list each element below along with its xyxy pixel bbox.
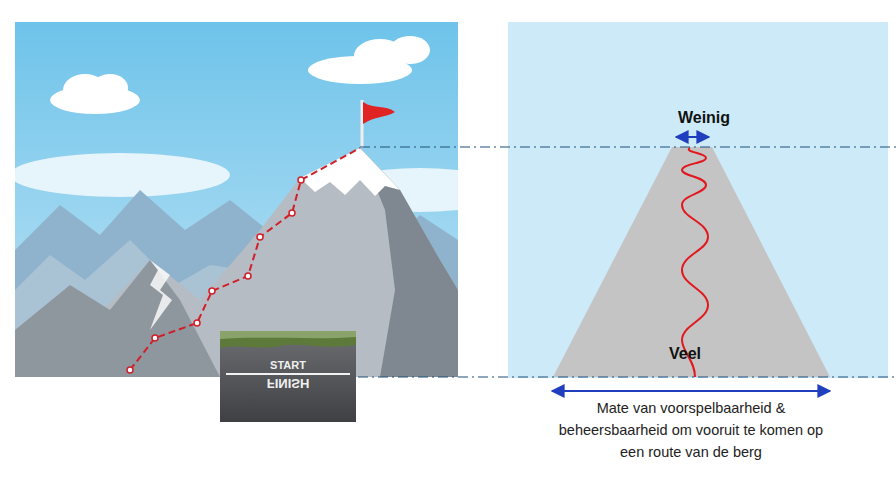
route-line [130,148,360,370]
route-point [289,210,295,216]
guide-line [358,376,896,377]
clouds [15,36,458,212]
asphalt [220,331,356,422]
route-point [298,177,304,183]
sky [15,22,458,377]
snow-streak [150,260,172,330]
route-point [245,273,251,279]
route-point [209,288,215,294]
panel-background [508,22,888,378]
mountain-scene [15,22,458,377]
grass [220,331,356,348]
cloud-bank [15,153,230,197]
route-point [194,320,200,326]
route-point [257,234,263,240]
road-text: START [240,359,336,372]
width-arrow [676,136,709,138]
road-text: FINISH [240,375,336,391]
cloud [92,74,128,102]
start-line [226,373,350,375]
foreground-ridge [15,260,220,377]
width-arrow [552,390,830,392]
guide-line [360,146,896,147]
route-point [127,367,133,373]
road-photo [220,331,356,422]
level-label: Weinig [664,108,744,127]
axis-caption: Mate van voorspelbaarheid & beheersbaarh… [548,398,834,463]
route-squiggle [682,148,708,377]
mountain-triangle [553,147,830,377]
flag [363,102,395,124]
hills [220,331,356,339]
route-point [152,335,158,341]
level-label: Veel [655,344,715,363]
cloud [390,36,430,64]
